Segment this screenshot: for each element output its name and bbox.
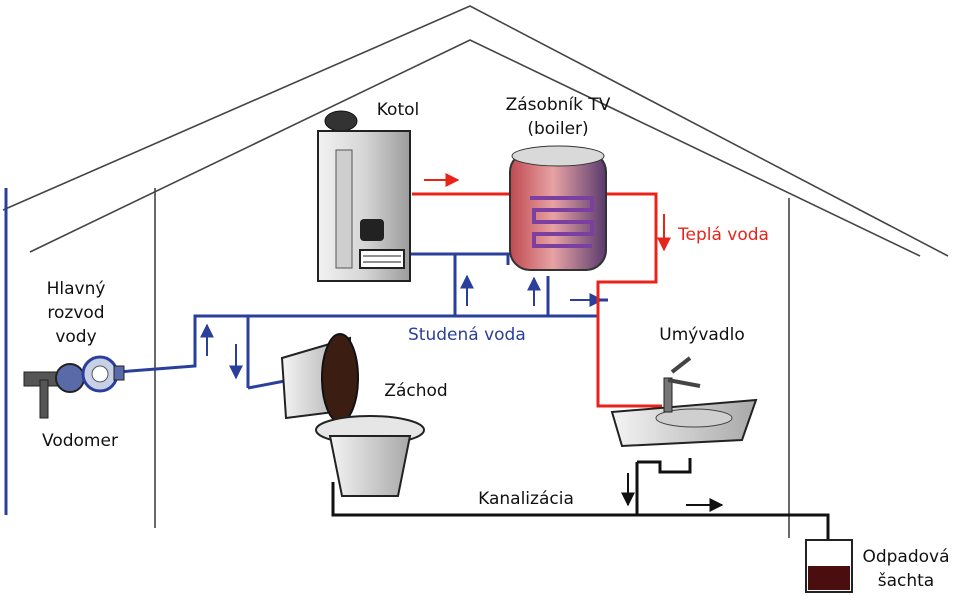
label-odpadova-line2: šachta: [878, 571, 934, 591]
label-hlavny-line1: Hlavný: [47, 279, 106, 299]
label-hlavny-line3: vody: [55, 327, 96, 347]
drain-arrows: [621, 473, 724, 512]
roof-outer: [2, 5, 949, 257]
water-meter-icon: [23, 355, 125, 419]
label-zasobnik-line2: (boiler): [527, 119, 588, 139]
label-kotol: Kotol: [377, 100, 420, 120]
roof-inner: [29, 39, 921, 257]
toilet-icon: [280, 333, 425, 497]
label-hlavny-line2: rozvod: [47, 303, 104, 323]
label-zachod: Záchod: [384, 381, 447, 401]
boiler-tank-icon: [509, 145, 607, 271]
hot-water-arrows: [424, 173, 671, 252]
cold-water-arrows: [200, 274, 604, 380]
label-umyvadlo: Umývadlo: [659, 325, 744, 345]
cold-pipe-boiler-feed: [455, 252, 510, 265]
cold-pipe-furnace-return: [410, 252, 457, 316]
label-kanalizacia: Kanalizácia: [478, 489, 574, 509]
label-zasobnik-line1: Zásobník TV: [506, 95, 611, 115]
waste-pit-icon: [805, 539, 853, 593]
house-outline: [2, 5, 949, 538]
hot-water-pipes: [412, 192, 662, 408]
drain-pipes: [331, 458, 830, 540]
furnace-icon: [317, 110, 411, 282]
label-odpadova-line1: Odpadová: [862, 547, 949, 567]
drain-sink-trap: [637, 458, 692, 474]
drain-toilet: [331, 482, 830, 540]
label-tepla-voda: Teplá voda: [677, 225, 769, 245]
hot-pipe-boiler-sink: [596, 192, 662, 408]
sink-icon: [610, 356, 758, 448]
cold-pipe-meter: [117, 298, 608, 374]
label-vodomer: Vodomer: [42, 431, 118, 451]
label-studena-voda: Studená voda: [408, 325, 526, 345]
